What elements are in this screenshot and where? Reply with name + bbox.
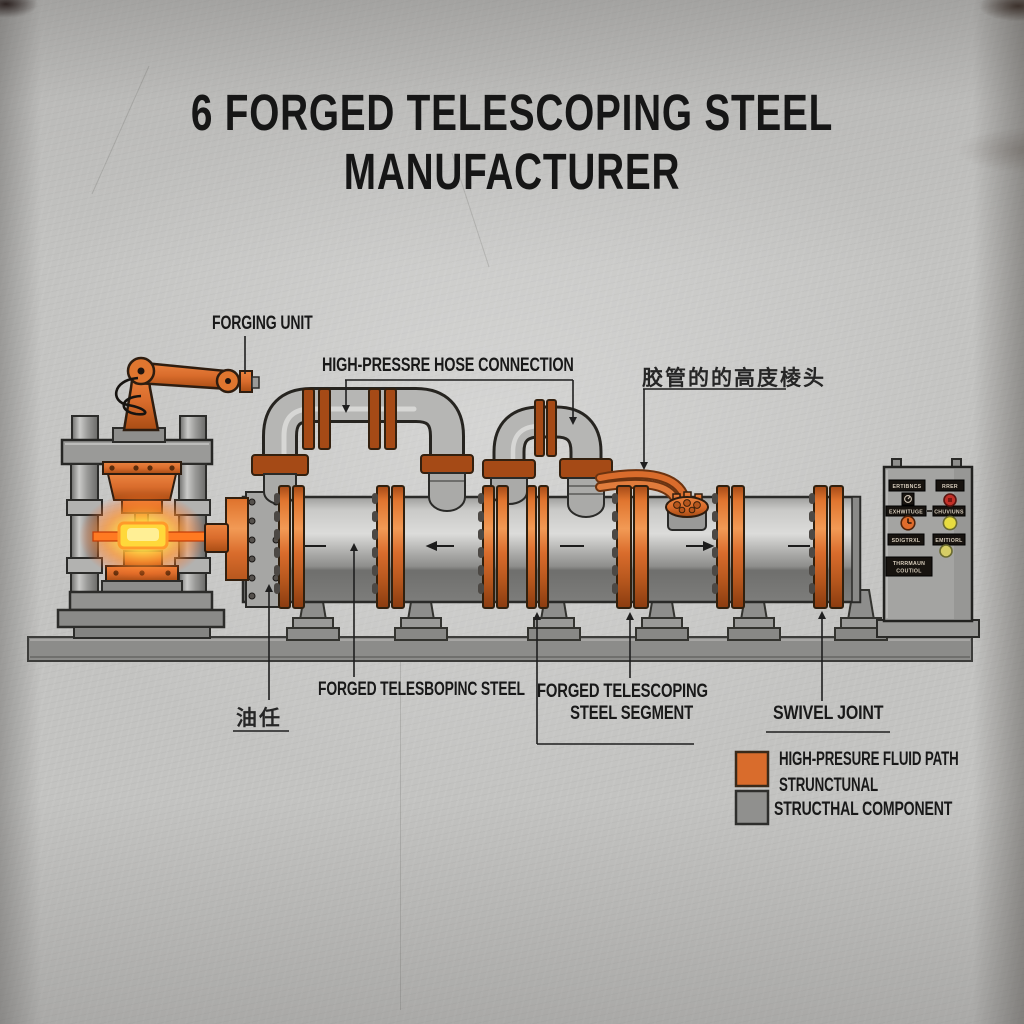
pipe-ring-flange [302,388,397,450]
swivel-joint-label: SWIVEL JOINT [772,703,884,724]
pipe-collar [420,454,474,474]
panel-plate-label: EMITIORL [935,538,963,544]
pipe-collar [251,454,309,476]
flange [372,485,405,609]
flange [809,485,844,609]
legend-fluid-line1: HIGH-PRESURE FLUID PATH [779,749,959,770]
segment-label: FORGED TELESCOPING STEEL SEGMENT [537,681,708,725]
segment-flanges [274,485,844,609]
page-title: 6 FORGED TELESCOPING STEEL MANUFACTURER [0,83,1024,201]
dial-indicator [900,515,916,531]
pipe-ring-flange [534,399,545,457]
legend-structural-label: STRUCTHAL COMPONENT [774,799,953,820]
panel-plate [888,479,926,492]
hose-connection-label: HIGH-PRESSRE HOSE CONNECTION [322,355,574,376]
pipe-stub [428,472,466,512]
pipe-ring-flange [546,399,557,457]
forging-unit-label: FORGING UNIT [212,313,313,334]
panel-plate-label: SDIGTRXL [892,538,921,544]
panel-plate-label: RRER [942,484,958,490]
scratch-line [400,660,401,1010]
flange [612,485,649,609]
pipe-stub [567,477,605,518]
segment-label-line1: FORGED TELESCOPING [537,681,708,702]
panel-plate-label: ERTIBNCS [893,484,922,490]
flange [712,485,745,609]
flange [478,485,509,609]
panel-plate-label: EXHWITUGE [889,510,923,516]
u-pipe-1 [251,387,474,512]
oil-cn-label: 油任 [236,707,282,730]
panel-plate-label: THRRMAUN [893,561,925,567]
panel-plate [885,556,933,577]
control-panel: ERTIBNCS RRER EXHWITUGE CHUVIUNS SDIGTRX… [876,458,980,638]
forging-press [56,356,260,639]
leader-lines [233,336,890,745]
inlet-flange-disc [225,497,249,581]
panel-plate [887,533,925,546]
hose-connection-cn-label: 胶管的的高庋棱头 [642,367,826,390]
gauge-icon [901,492,915,506]
arrowheads [265,405,826,620]
page-title-text: 6 FORGED TELESCOPING STEEL MANUFACTURER [190,84,834,200]
flange [274,485,305,609]
segment-label-line2: STEEL SEGMENT [570,703,693,724]
panel-plate-label: CHUVIUNS [934,510,964,516]
yellow-indicator [939,544,953,558]
panel-plate-label: COUTIOL [896,569,922,575]
pipe-collar [482,459,536,479]
swivel-joint-fitting [665,491,709,531]
telescoping-cylinder [204,491,862,608]
robot-cable [114,376,147,416]
flange [526,485,549,609]
legend-swatches [734,750,770,826]
flow-marks [300,540,810,552]
robot-arm [112,356,260,443]
legend-swatch-structural [734,789,770,826]
legend-fluid-line2: STRUNCTUNAL [779,775,878,796]
forged-steel-label: FORGED TELESBOPINC STEEL [318,679,525,700]
pedestal [286,589,340,641]
inlet-stub [204,523,229,553]
floor-beam [27,636,973,662]
yellow-indicator [942,515,958,531]
panel-plate [935,479,965,492]
legend-swatch-fluid [734,750,770,788]
